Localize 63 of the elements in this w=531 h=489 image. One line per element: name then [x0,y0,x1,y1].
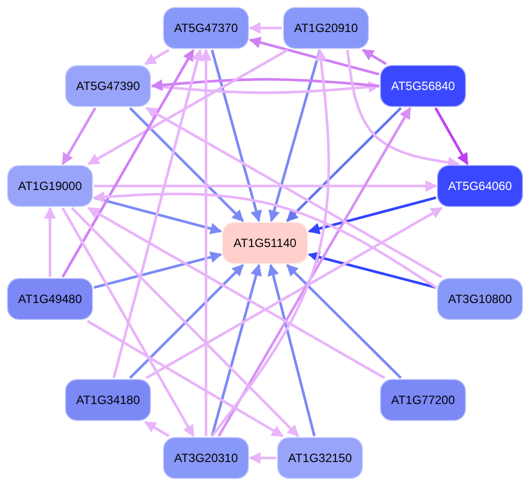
arrow [150,78,380,91]
arrow [268,264,316,436]
gene-label: AT5G47370 [174,21,238,35]
gene-node [277,437,363,479]
gene-node [7,278,93,320]
arrow [248,36,380,76]
gene-node [380,65,466,107]
arrow [94,196,222,234]
arrow [308,196,436,234]
gene-node [222,222,308,264]
arrow [248,22,282,34]
gene-node [380,379,466,421]
gene-label: AT5G56840 [391,79,455,93]
arrow [286,107,402,222]
gene-label: AT5G47390 [76,79,140,93]
arrow [94,180,438,192]
gene-label: AT1G32150 [288,451,352,465]
gene-label: AT3G20310 [174,451,238,465]
arrow [152,81,380,94]
gene-label: AT1G77200 [391,393,455,407]
gene-label: AT1G20910 [294,21,358,35]
arrow [145,106,442,278]
arrow [62,207,194,438]
arrow [62,48,194,278]
gene-node [7,165,93,207]
arrow [434,107,469,166]
gene-label: AT3G10800 [448,292,512,306]
arrow [87,48,288,166]
arrow [92,191,437,289]
arrow [144,48,170,66]
arrow [146,206,443,380]
arrow [362,48,387,66]
gene-node [65,379,151,421]
arrow [210,50,262,222]
gene-node [163,7,249,49]
arrow [86,320,284,438]
arrow [112,48,204,378]
arrow [129,264,244,379]
gene-label: AT5G64060 [448,179,512,193]
arrow [87,206,386,380]
arrow [44,206,56,277]
gene-node [163,437,249,479]
gene-node [437,278,523,320]
arrow [70,207,300,437]
gene-label: AT1G34180 [76,393,140,407]
arrow [129,107,244,222]
gene-node [437,165,523,207]
arrow [62,107,96,165]
arrow [144,420,170,438]
gene-label: AT1G49480 [18,292,82,306]
arrow [200,48,212,436]
arrow [211,48,330,437]
arrow [308,251,436,289]
arrow [210,264,262,436]
gene-label: AT1G19000 [18,179,82,193]
arrow [248,452,276,464]
arrow [286,264,402,379]
gene-node [283,7,369,49]
arrow [268,50,321,222]
arrow [218,107,412,437]
arrow [94,251,222,289]
gene-node [65,65,151,107]
gene-label: AT1G51140 [234,236,296,250]
